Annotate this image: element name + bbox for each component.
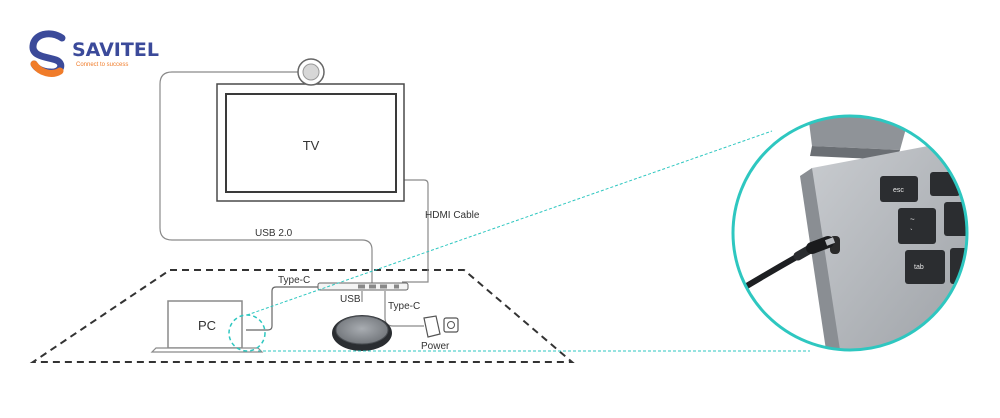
- usb2-cable: [159, 71, 373, 285]
- power-adapter-icon: [423, 315, 459, 338]
- table-outline: [29, 269, 575, 363]
- key-esc: esc: [893, 187, 904, 194]
- typec-bottom-label: Type-C: [388, 301, 420, 312]
- speakerphone-icon: [332, 315, 392, 351]
- laptop-screen-edge: [808, 116, 910, 150]
- pc-label: PC: [198, 318, 216, 333]
- tv: TV: [216, 83, 405, 202]
- pc-laptop: PC: [150, 300, 264, 353]
- hdmi-label: HDMI Cable: [425, 210, 480, 221]
- zoom-inset: esc ~ ` tab: [733, 116, 967, 350]
- brand-name: SAVITEL: [72, 39, 159, 61]
- typec-top-label: Type-C: [278, 275, 310, 286]
- zoom-inset-border: [731, 114, 969, 352]
- tv-label: TV: [303, 138, 320, 153]
- hdmi-cable: [402, 179, 429, 283]
- key-backtick: `: [910, 228, 913, 237]
- savitel-logo: SAVITEL Connect to success: [29, 30, 159, 77]
- camera-icon: [297, 58, 325, 86]
- key-tilde: ~: [910, 215, 915, 224]
- usb2-label: USB 2.0: [255, 228, 293, 239]
- brand-tagline: Connect to success: [76, 62, 128, 68]
- usb-label: USB: [340, 294, 361, 305]
- callout-line-top: [246, 130, 773, 316]
- power-label: Power: [421, 341, 450, 352]
- typec-pc-cable: [246, 286, 318, 331]
- key-tab: tab: [914, 264, 924, 271]
- savitel-logo-mark: [29, 30, 66, 77]
- usb-hub: [317, 282, 409, 291]
